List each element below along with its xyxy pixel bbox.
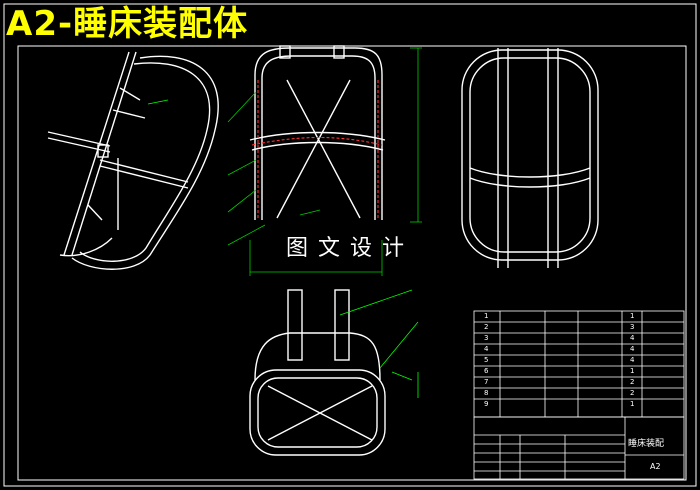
bom-row-qty: 4 (630, 345, 635, 353)
side-view (47, 51, 219, 270)
drawing-title: A2-睡床装配体 (6, 4, 249, 44)
bom-row-qty: 2 (630, 378, 635, 386)
watermark-text: 图文设计 (286, 236, 415, 261)
bom-row-qty: 2 (630, 389, 635, 397)
bom-row-no: 1 (484, 312, 489, 320)
part-name: 睡床装配 (628, 439, 665, 449)
bom-row-no: 3 (484, 334, 489, 342)
bom-row-no: 2 (484, 323, 489, 331)
right-view (461, 48, 599, 268)
bom-row-no: 6 (484, 367, 489, 375)
front-dimensions (227, 47, 422, 276)
bom-row-no: 5 (484, 356, 489, 364)
bom-row-no: 7 (484, 378, 489, 386)
inner-border (17, 45, 687, 481)
front-view (249, 45, 386, 220)
bom-row-qty: 1 (630, 400, 635, 408)
bom-row-qty: 4 (630, 356, 635, 364)
title-block (473, 310, 685, 480)
outer-border (3, 3, 697, 487)
bom-row-no: 4 (484, 345, 489, 353)
bom-row-no: 9 (484, 400, 489, 408)
top-view (249, 289, 386, 456)
top-leaders (339, 289, 419, 398)
bom-row-qty: 1 (630, 367, 635, 375)
front-hidden-lines (251, 80, 383, 218)
bom-row-no: 8 (484, 389, 489, 397)
bom-row-qty: 1 (630, 312, 635, 320)
bom-row-qty: 3 (630, 323, 635, 331)
side-leader-line (147, 99, 169, 105)
bom-row-qty: 4 (630, 334, 635, 342)
sheet-size: A2 (650, 462, 661, 471)
